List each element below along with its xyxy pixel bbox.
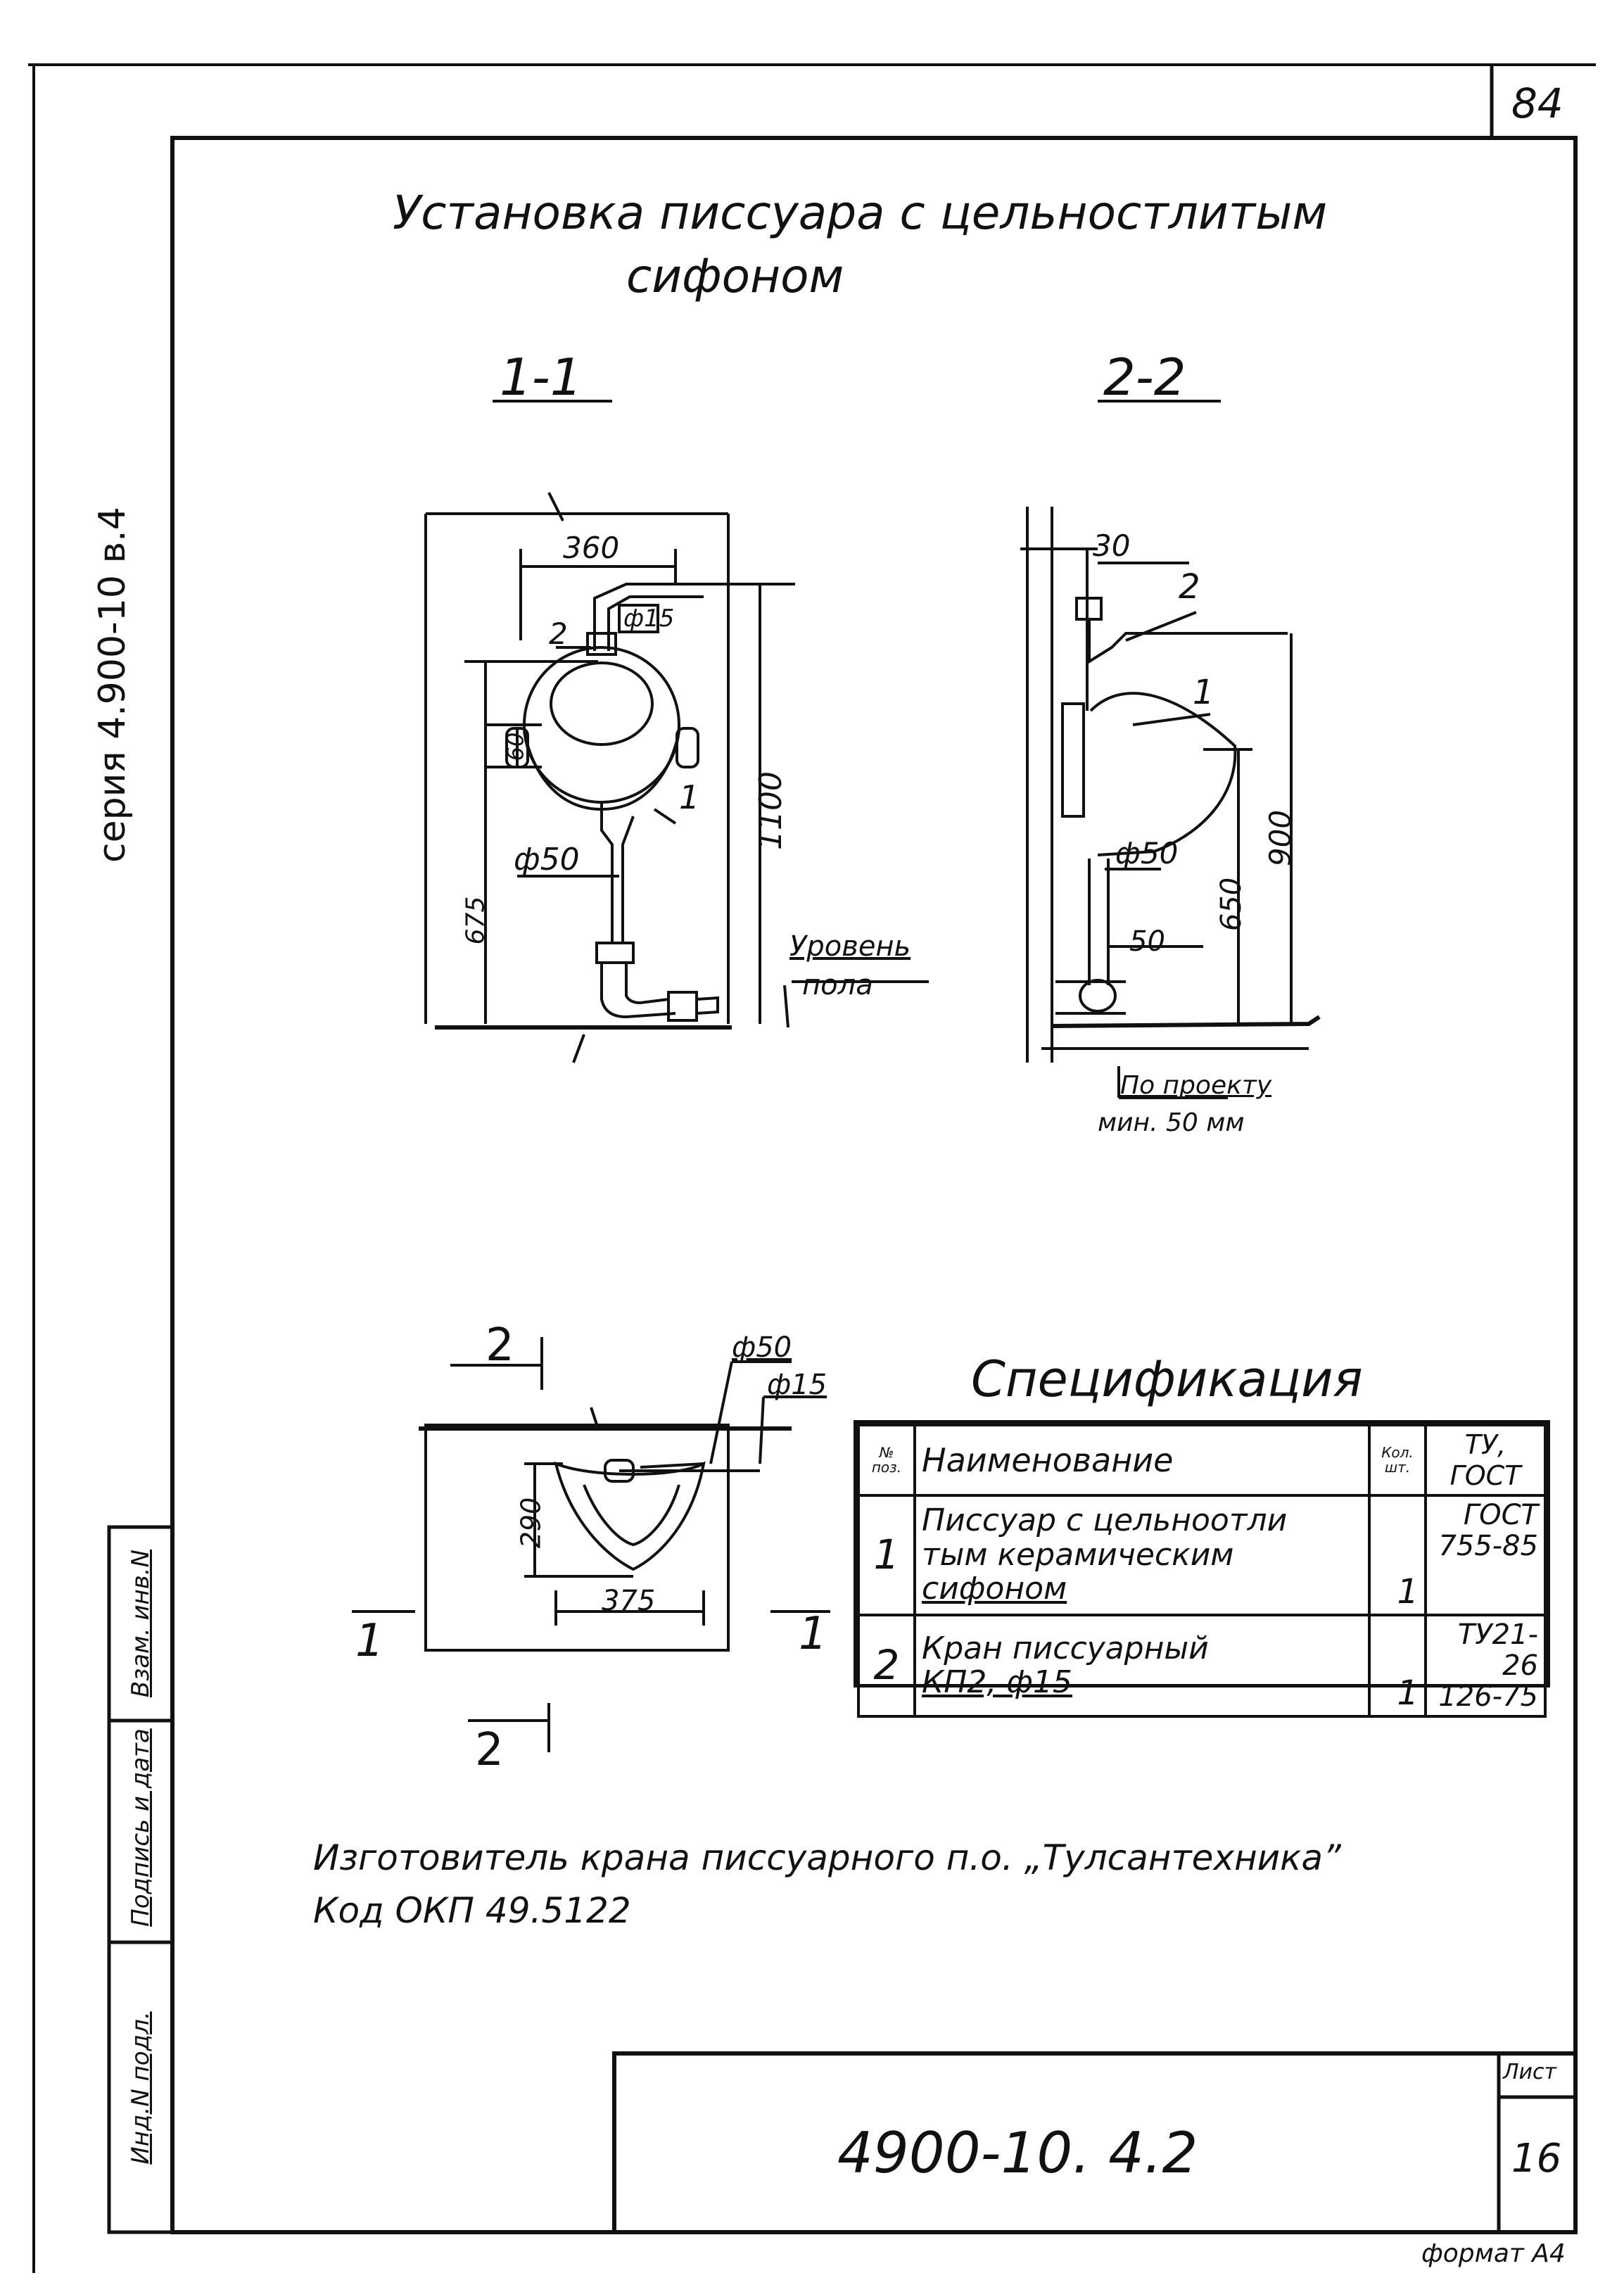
spec-name: Писсуар с цельноотли тым керамическим си…: [913, 1494, 1371, 1616]
spec-header-qty: Кол. шт.: [1368, 1424, 1427, 1497]
stamp-field-inventory: Инд.N подл.: [127, 2011, 155, 2165]
spec-pos: 1: [857, 1494, 916, 1616]
sheet-label: Лист: [1503, 2060, 1557, 2084]
spec-name-line: Кран писсуарный: [922, 1630, 1209, 1666]
spec-gost-line: ГОСТ: [1463, 1499, 1538, 1531]
design-note-2: мин. 50 мм: [1098, 1108, 1245, 1137]
pipe-15-plan: ф15: [767, 1369, 827, 1401]
spec-qty: 1: [1368, 1614, 1427, 1718]
spec-name-line: Писсуар с цельноотли: [922, 1502, 1288, 1539]
dim-50: 50: [1129, 925, 1165, 958]
spec-pos: 2: [857, 1614, 916, 1718]
floor-level-label: Уровень: [789, 930, 911, 963]
spec-gost-line: ТУ21-26: [1457, 1619, 1538, 1682]
pipe-50-label-s2: ф50: [1115, 836, 1179, 870]
sheet-number: 16: [1511, 2136, 1562, 2182]
manufacturer-note: Изготовитель крана писсуарного п.о. „Тул…: [313, 1837, 1341, 1878]
dim-650: 650: [1215, 877, 1248, 932]
cut-2-bottom: 2: [475, 1724, 504, 1776]
spec-gost: ГОСТ 755-85: [1424, 1494, 1547, 1616]
floor-level-label-2: пола: [802, 969, 873, 1001]
design-note: По проекту: [1120, 1071, 1272, 1100]
dim-30: 30: [1093, 528, 1131, 563]
cut-1-right: 1: [799, 1608, 827, 1660]
dim-360: 360: [563, 531, 620, 565]
item-2-label-s2: 2: [1179, 567, 1200, 607]
section-1-1-label: 1-1: [500, 348, 583, 407]
spec-gost-line: 755-85: [1438, 1530, 1538, 1562]
spec-name-line: сифоном: [922, 1571, 1067, 1607]
dim-375: 375: [602, 1585, 656, 1617]
spec-header-gost: ТУ, ГОСТ: [1424, 1424, 1547, 1497]
item-1-label: 1: [679, 778, 700, 816]
document-code: 4900-10. 4.2: [837, 2120, 1198, 2186]
spec-name: Кран писсуарный КП2, ф15: [913, 1614, 1371, 1718]
spec-header-name: Наименование: [913, 1424, 1371, 1497]
format-label: формат А4: [1421, 2239, 1566, 2268]
spec-title: Спецификация: [971, 1350, 1363, 1408]
cut-2-top: 2: [486, 1319, 514, 1372]
spec-gost-line: 126-75: [1438, 1680, 1538, 1713]
item-1-label-s2: 1: [1193, 673, 1214, 712]
item-2-label: 2: [549, 616, 568, 651]
table-row: 1 Писсуар с цельноотли тым керамическим …: [857, 1494, 1547, 1616]
spec-qty: 1: [1368, 1494, 1427, 1616]
spec-header-row: № поз. Наименование Кол. шт. ТУ, ГОСТ: [857, 1424, 1547, 1497]
spec-gost: ТУ21-26 126-75: [1424, 1614, 1547, 1718]
dim-290: 290: [515, 1497, 547, 1549]
sheet-title-line1: Установка писсуара с цельностлитым: [393, 186, 1328, 240]
pipe-15-label: ф15: [623, 604, 675, 633]
pipe-50-plan: ф50: [732, 1331, 792, 1364]
series-label: серия 4.900-10 в.4: [91, 507, 134, 863]
cut-1-left: 1: [355, 1615, 384, 1667]
page-number: 84: [1511, 80, 1563, 127]
dim-60: 60: [502, 732, 529, 761]
spec-name-line: тым керамическим: [922, 1536, 1234, 1573]
spec-table: № поз. Наименование Кол. шт. ТУ, ГОСТ 1 …: [854, 1420, 1550, 1718]
spec-name-line: КП2, ф15: [922, 1664, 1072, 1700]
dim-900: 900: [1263, 809, 1298, 867]
stamp-field-replacement: Взам. инв.N: [127, 1549, 155, 1698]
okp-code-note: Код ОКП 49.5122: [313, 1890, 631, 1931]
dim-1100: 1100: [752, 771, 789, 850]
spec-header-pos: № поз.: [857, 1424, 916, 1497]
pipe-50-label: ф50: [514, 842, 580, 878]
table-row: 2 Кран писсуарный КП2, ф15 1 ТУ21-26 126…: [857, 1614, 1547, 1718]
dim-675: 675: [461, 896, 490, 945]
sheet-title-line2: сифоном: [626, 249, 844, 303]
stamp-field-signature: Подпись и дата: [127, 1728, 155, 1927]
section-2-2-label: 2-2: [1103, 348, 1186, 407]
